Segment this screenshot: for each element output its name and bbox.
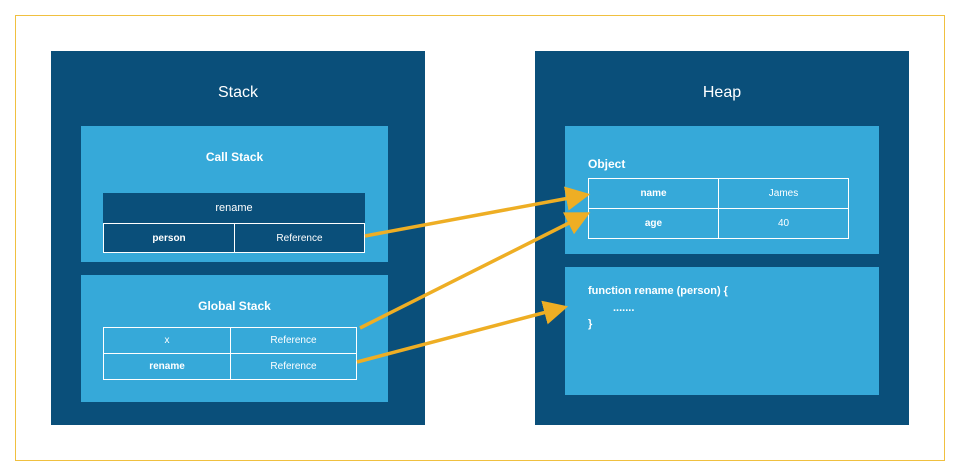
arrow-rename-to-function [356, 300, 569, 364]
arrow-person-to-object [364, 186, 591, 238]
function-closing-brace: } [588, 318, 593, 330]
function-box: function rename (person) { ....... } [565, 267, 879, 395]
heap-panel: Heap Object name James age 40 function r… [535, 51, 909, 425]
function-body: ....... [613, 302, 635, 314]
stack-panel: Stack Call Stack rename person Reference… [51, 51, 425, 425]
object-title: Object [588, 157, 626, 171]
stack-title: Stack [217, 84, 258, 101]
outer-frame [15, 15, 945, 461]
object-box: Object name James age 40 [565, 126, 879, 254]
global-stack-box: Global Stack x Reference rename Referenc… [81, 275, 388, 402]
global-stack-value-rename: Reference [230, 353, 357, 380]
global-stack-title: Global Stack [198, 299, 271, 313]
function-signature: function rename (person) { [588, 285, 728, 297]
call-stack-value-person: Reference [234, 223, 365, 253]
heap-title: Heap [702, 84, 742, 101]
call-stack-key-person: person [103, 223, 235, 253]
object-value-age: 40 [718, 208, 849, 239]
arrow-x-to-object [359, 212, 591, 330]
call-stack-title: Call Stack [205, 150, 264, 164]
call-stack-frame-name: rename [103, 193, 365, 223]
call-stack-box: Call Stack rename person Reference [81, 126, 388, 262]
